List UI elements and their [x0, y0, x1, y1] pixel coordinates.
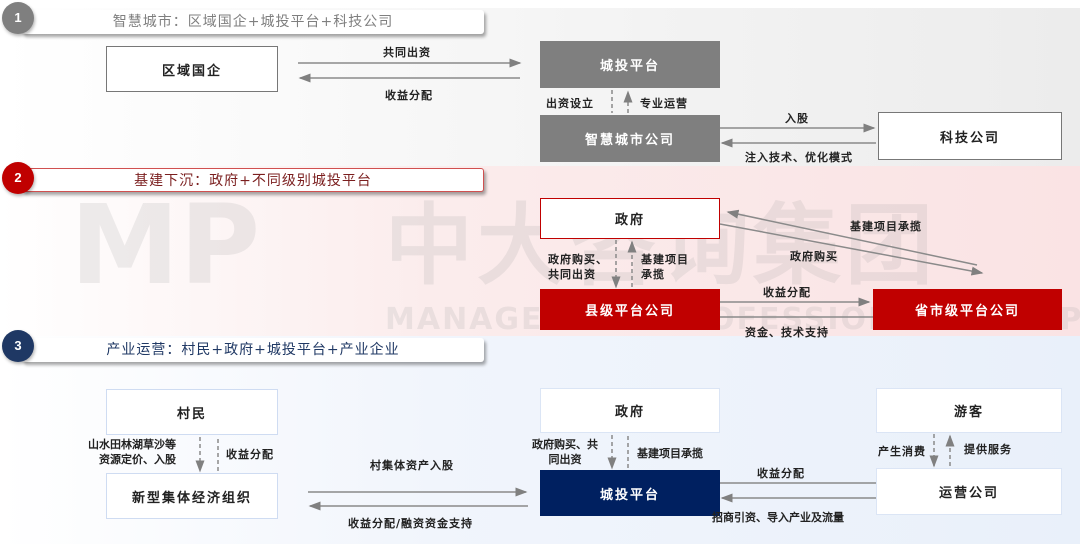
section-2-header: 基建下沉：政府+不同级别城投平台: [22, 168, 484, 192]
label-infra-contract: 基建项目 承揽: [641, 253, 689, 281]
label-inject-tech: 注入技术、优化模式: [745, 151, 853, 164]
label-attract-invest: 招商引资、导入产业及流量: [712, 511, 844, 524]
label-equity: 入股: [785, 112, 809, 125]
box-county-platform: 县级平台公司: [540, 289, 720, 330]
label-revenue-2: 收益分配: [763, 286, 811, 299]
label-resource-pricing: 山水田林湖草沙等 资源定价、入股: [88, 438, 176, 466]
label-gov-purchase-diag: 政府购买: [790, 250, 838, 263]
section-1-number: 1: [2, 2, 34, 34]
watermark-logo: MP: [70, 181, 261, 309]
label-fund-tech: 资金、技术支持: [745, 326, 829, 339]
label-service: 提供服务: [964, 443, 1012, 456]
arrow-infra-diag: [726, 209, 978, 266]
box-state-enterprise: 区域国企: [106, 46, 278, 92]
box-tourists: 游客: [876, 388, 1062, 433]
box-smart-city-co: 智慧城市公司: [540, 115, 720, 162]
section-3-number: 3: [2, 330, 34, 362]
label-gov-purchase-co: 政府购买、 共同出资: [548, 253, 608, 281]
box-provincial-platform: 省市级平台公司: [873, 289, 1062, 330]
arrow-gov-purchase-diag: [719, 223, 984, 276]
box-villagers: 村民: [106, 389, 278, 435]
section-1-header: 智慧城市：区域国企+城投平台+科技公司: [22, 10, 484, 34]
box-tech-co: 科技公司: [878, 112, 1062, 160]
label-gov-purchase-co-3: 政府购买、共 同出资: [532, 438, 598, 466]
box-government-2: 政府: [540, 198, 720, 239]
box-platform-3: 城投平台: [540, 470, 720, 516]
label-fund-establish: 出资设立: [546, 97, 594, 110]
box-collective-org: 新型集体经济组织: [106, 473, 278, 519]
label-revenue-finance: 收益分配/融资资金支持: [348, 517, 474, 530]
label-consumption: 产生消费: [878, 445, 926, 458]
box-government-3: 政府: [540, 388, 720, 433]
section-2-number: 2: [2, 162, 34, 194]
label-co-invest: 共同出资: [383, 46, 431, 59]
label-revenue-v: 收益分配: [226, 448, 274, 461]
label-asset-equity: 村集体资产入股: [370, 459, 454, 472]
label-revenue-3: 收益分配: [757, 467, 805, 480]
label-pro-ops: 专业运营: [640, 97, 688, 110]
box-operator: 运营公司: [876, 468, 1062, 515]
label-revenue-1: 收益分配: [385, 89, 433, 102]
box-platform-1: 城投平台: [540, 41, 720, 88]
label-infra-diag: 基建项目承揽: [850, 220, 922, 233]
section-3-header: 产业运营：村民+政府+城投平台+产业企业: [22, 338, 484, 362]
label-infra-contract-3: 基建项目承揽: [637, 447, 703, 460]
